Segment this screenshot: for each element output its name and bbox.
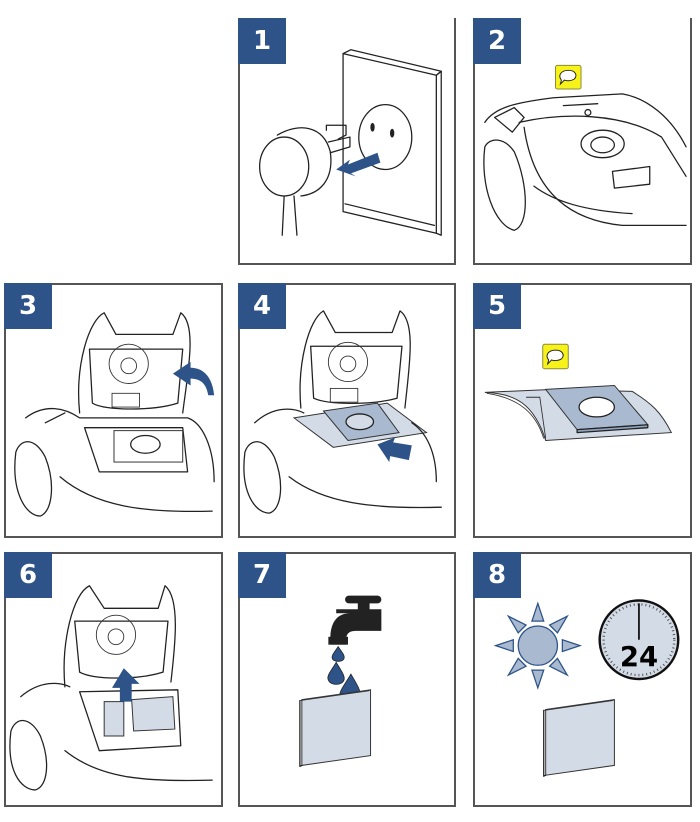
step-panel-2: 2	[473, 18, 692, 265]
note-icon	[542, 343, 569, 370]
step-number-badge: 4	[238, 283, 286, 329]
step-number-badge: 8	[473, 552, 521, 598]
rinse-filter-illustration	[299, 595, 382, 768]
step-panel-1: 1	[238, 18, 456, 265]
vacuum-open-icon	[9, 585, 213, 791]
filter-icon	[299, 689, 372, 768]
arrow-up-icon	[112, 668, 140, 702]
open-lid-illustration	[14, 312, 215, 517]
slide-holder-illustration	[243, 310, 442, 514]
faucet-icon	[328, 595, 382, 645]
note-icon	[555, 64, 582, 90]
step-number-badge: 5	[473, 283, 521, 329]
vacuum-open-icon	[243, 310, 442, 514]
dust-bag-icon	[484, 384, 673, 441]
sun-icon	[493, 601, 583, 690]
curved-arrow-icon	[172, 361, 215, 396]
unplug-illustration	[258, 49, 442, 236]
arrow-left-icon	[336, 152, 381, 177]
wall-socket-icon	[342, 49, 442, 236]
arrow-up-right-icon	[377, 437, 412, 463]
step-panel-7: 7	[238, 552, 456, 807]
clock-label: 24	[620, 641, 658, 673]
step-number-badge: 6	[4, 552, 52, 598]
filter-icon	[543, 699, 615, 777]
remove-filter-illustration	[9, 585, 213, 791]
step-panel-4: 4	[238, 283, 456, 538]
clock-icon: 24	[598, 599, 680, 681]
step-panel-3: 3	[4, 283, 223, 538]
step-number-badge: 3	[4, 283, 52, 329]
vacuum-open-icon	[14, 312, 215, 517]
step-panel-5: 5	[473, 283, 692, 538]
plug-icon	[258, 124, 351, 236]
dry-filter-illustration: 24	[493, 599, 680, 777]
dust-bag-illustration	[484, 343, 673, 441]
step-panel-8: 8 24	[473, 552, 692, 807]
vacuum-closed-illustration	[483, 64, 687, 231]
vacuum-cleaner-icon	[483, 93, 687, 231]
step-number-badge: 7	[238, 552, 286, 598]
step-number-badge: 1	[238, 18, 286, 64]
step-panel-6: 6	[4, 552, 223, 807]
step-number-badge: 2	[473, 18, 521, 64]
